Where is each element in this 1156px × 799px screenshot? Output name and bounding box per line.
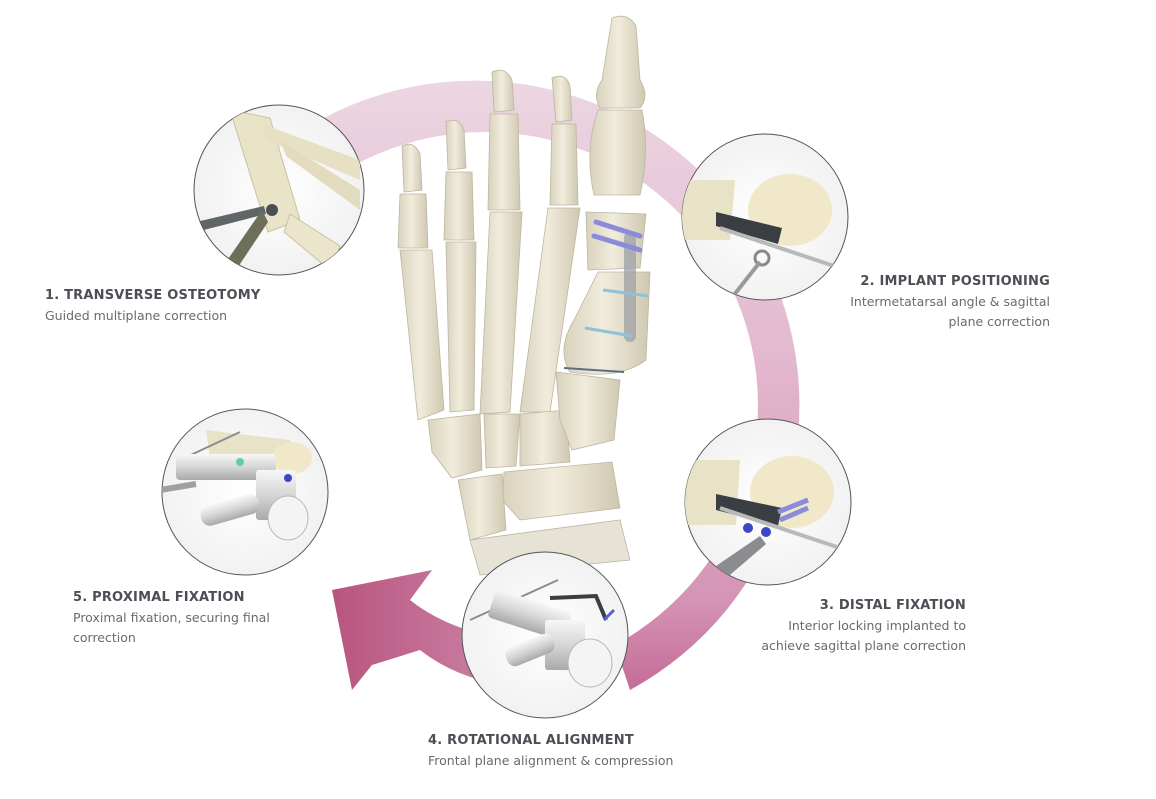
step-3-label: 3. DISTAL FIXATION Interior locking impl…	[761, 596, 966, 656]
step-3-description-line-1: Interior locking implanted to	[788, 618, 966, 633]
inset-2-implant-positioning	[681, 133, 849, 301]
step-5-description-line-2: correction	[73, 630, 136, 645]
step-2-title: 2. IMPLANT POSITIONING	[860, 274, 1050, 289]
step-1-description: Guided multiplane correction	[45, 308, 228, 323]
step-3-description-line-2: achieve sagittal plane correction	[761, 638, 966, 653]
step-4-title: 4. ROTATIONAL ALIGNMENT	[428, 733, 634, 748]
step-4-label: 4. ROTATIONAL ALIGNMENT Frontal plane al…	[428, 731, 673, 771]
step-5-title: 5. PROXIMAL FIXATION	[73, 590, 245, 605]
inset-3-distal-fixation	[684, 418, 852, 586]
cycle-arc	[320, 80, 800, 690]
step-1-label: 1. TRANSVERSE OSTEOTOMY Guided multiplan…	[45, 286, 261, 326]
step-4-description: Frontal plane alignment & compression	[428, 753, 674, 768]
step-2-label: 2. IMPLANT POSITIONING Intermetatarsal a…	[850, 272, 1050, 332]
step-5-description-line-1: Proximal fixation, securing final	[73, 610, 270, 625]
step-5-label: 5. PROXIMAL FIXATION Proximal fixation, …	[73, 588, 270, 648]
step-3-title: 3. DISTAL FIXATION	[819, 598, 966, 613]
inset-5-proximal-fixation	[161, 408, 329, 576]
step-2-description-line-1: Intermetatarsal angle & sagittal	[850, 294, 1050, 309]
step-2-description-line-2: plane correction	[948, 314, 1050, 329]
inset-4-rotational-alignment	[461, 551, 629, 719]
step-1-title: 1. TRANSVERSE OSTEOTOMY	[45, 288, 261, 303]
inset-1-osteotomy	[193, 104, 365, 276]
implant-plate	[563, 219, 649, 373]
